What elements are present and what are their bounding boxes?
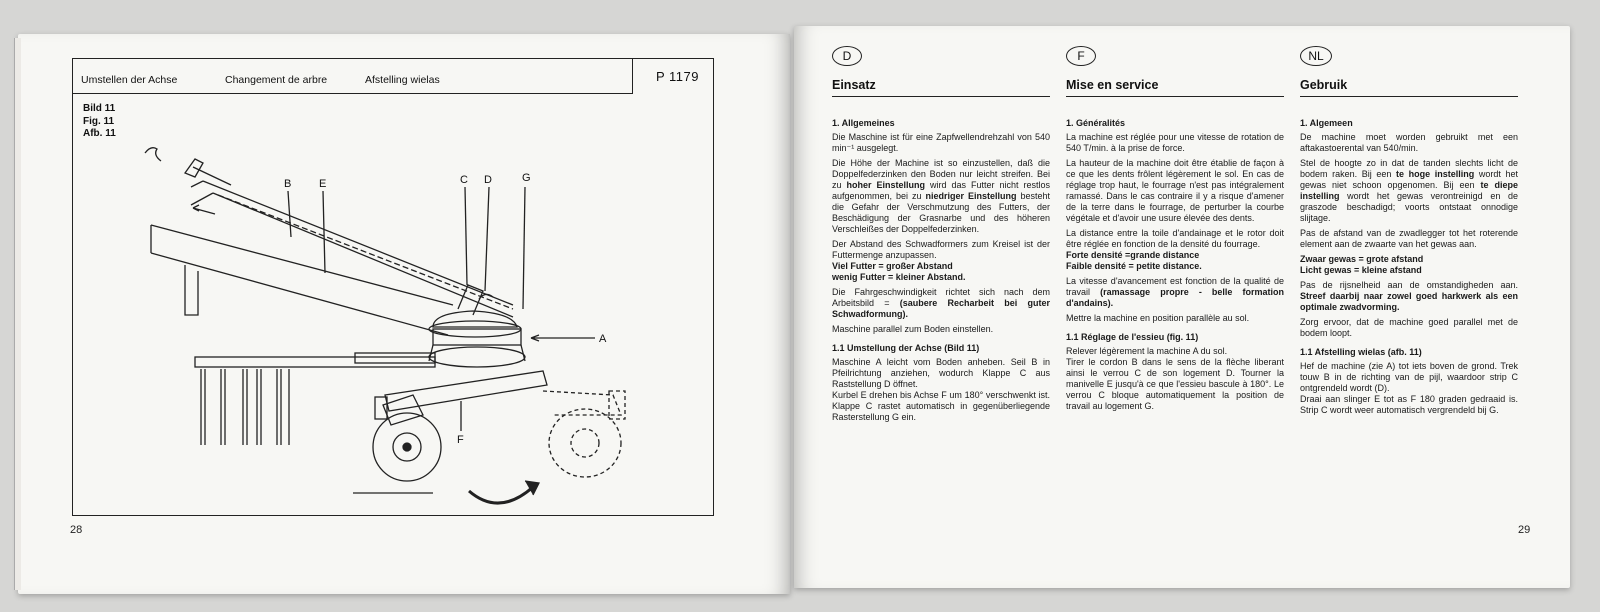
figure-label-de: Bild 11 — [83, 103, 116, 114]
section-heading: 1.1 Umstellung der Achse (Bild 11) — [832, 343, 980, 353]
label-A: A — [599, 333, 607, 345]
section-heading: 1.1 Afstelling wielas (afb. 11) — [1300, 347, 1422, 357]
paragraph: Tirer le cordon B dans le sens de la flè… — [1066, 357, 1284, 411]
column-title-nl: Gebruik — [1300, 78, 1518, 97]
paragraph: Mettre la machine en position parallèle … — [1066, 313, 1250, 323]
paragraph: Die Höhe der Machine ist so einzustellen… — [832, 158, 1051, 234]
paragraph: Maschine parallel zum Boden einstellen. — [832, 324, 994, 334]
column-body-nl: 1. Algemeen De machine moet worden gebru… — [1300, 118, 1518, 416]
column-de: D Einsatz 1. Allgemeines Die Maschine is… — [832, 46, 1050, 427]
figure-frame: Umstellen der Achse Changement de arbre … — [72, 58, 714, 516]
language-badge-fr: F — [1066, 46, 1096, 66]
language-badge-de: D — [832, 46, 862, 66]
paragraph: De machine moet worden gebruikt met een … — [1300, 132, 1518, 153]
label-E: E — [319, 178, 326, 190]
paragraph: La machine est réglée pour une vitesse d… — [1066, 132, 1284, 153]
label-G: G — [522, 172, 531, 184]
figure-header: Umstellen der Achse Changement de arbre … — [73, 59, 713, 94]
paragraph: Hef de machine (zie A) tot iets boven de… — [1300, 361, 1518, 393]
label-D: D — [484, 174, 492, 186]
rotate-arrow — [144, 147, 162, 162]
label-B: B — [284, 178, 291, 190]
paragraph: Kurbel E drehen bis Achse F um 180° vers… — [832, 390, 1050, 422]
language-badge-nl: NL — [1300, 46, 1332, 66]
header-title-de: Umstellen der Achse — [81, 74, 178, 86]
section-heading: 1.1 Réglage de l'essieu (fig. 11) — [1066, 332, 1199, 342]
paragraph: Pas de rijsnelheid aan de omstandigheden… — [1300, 280, 1518, 312]
paragraph: Draai aan slinger E tot as F 180 graden … — [1300, 394, 1518, 415]
section-heading: 1. Généralités — [1066, 118, 1126, 128]
paragraph: Zorg ervoor, dat de machine goed paralle… — [1300, 317, 1518, 338]
left-page: Umstellen der Achse Changement de arbre … — [14, 34, 790, 594]
paragraph: La hauteur de la machine doit être établ… — [1066, 158, 1284, 223]
header-title-fr: Changement de arbre — [225, 74, 328, 86]
paragraph: Der Abstand des Schwadformers zum Kreise… — [832, 239, 1050, 282]
page-edge — [14, 38, 21, 590]
column-nl: NL Gebruik 1. Algemeen De machine moet w… — [1300, 46, 1518, 420]
paragraph: Die Maschine ist für eine Zapfwellendreh… — [832, 132, 1050, 153]
paragraph: Pas de afstand van de zwadlegger tot het… — [1300, 228, 1518, 249]
header-title-nl: Afstelling wielas — [365, 74, 440, 86]
page-number-right: 29 — [1518, 524, 1531, 536]
figure-label-fr: Fig. 11 — [83, 115, 115, 127]
header-rule — [73, 93, 633, 94]
paragraph: La vitesse d'avancement est fonction de … — [1066, 276, 1284, 308]
figure-label-nl: Afb. 11 — [83, 128, 116, 139]
paragraph: Maschine A leicht vom Boden anheben. Sei… — [832, 357, 1050, 389]
right-page: D Einsatz 1. Allgemeines Die Maschine is… — [794, 26, 1570, 588]
figure-label: Bild 11 Fig. 11 Afb. 11 — [83, 103, 116, 141]
paragraph: Stel de hoogte zo in dat de tanden slech… — [1300, 158, 1519, 223]
column-body-fr: 1. Généralités La machine est réglée pou… — [1066, 118, 1284, 412]
axle-diagram: B E C D G A F — [144, 147, 626, 505]
paragraph: La distance entre la toile d'andainage e… — [1066, 228, 1284, 271]
column-fr: F Mise en service 1. Généralités La mach… — [1066, 46, 1284, 416]
page-number-left: 28 — [70, 524, 83, 536]
paragraph: Relever légèrement la machine A du sol. — [1066, 346, 1228, 356]
column-title-fr: Mise en service — [1066, 78, 1284, 97]
code-box — [632, 59, 713, 93]
label-C: C — [460, 174, 468, 186]
paragraph: Die Fahrgeschwindigkeit richtet sich nac… — [832, 287, 1050, 319]
column-body-de: 1. Allgemeines Die Maschine ist für eine… — [832, 118, 1050, 423]
open-manual: Umstellen der Achse Changement de arbre … — [14, 26, 1580, 594]
part-code: P 1179 — [655, 69, 699, 84]
section-heading: 1. Algemeen — [1300, 118, 1353, 128]
label-F: F — [457, 434, 464, 446]
column-title-de: Einsatz — [832, 78, 1050, 97]
section-heading: 1. Allgemeines — [832, 118, 895, 128]
